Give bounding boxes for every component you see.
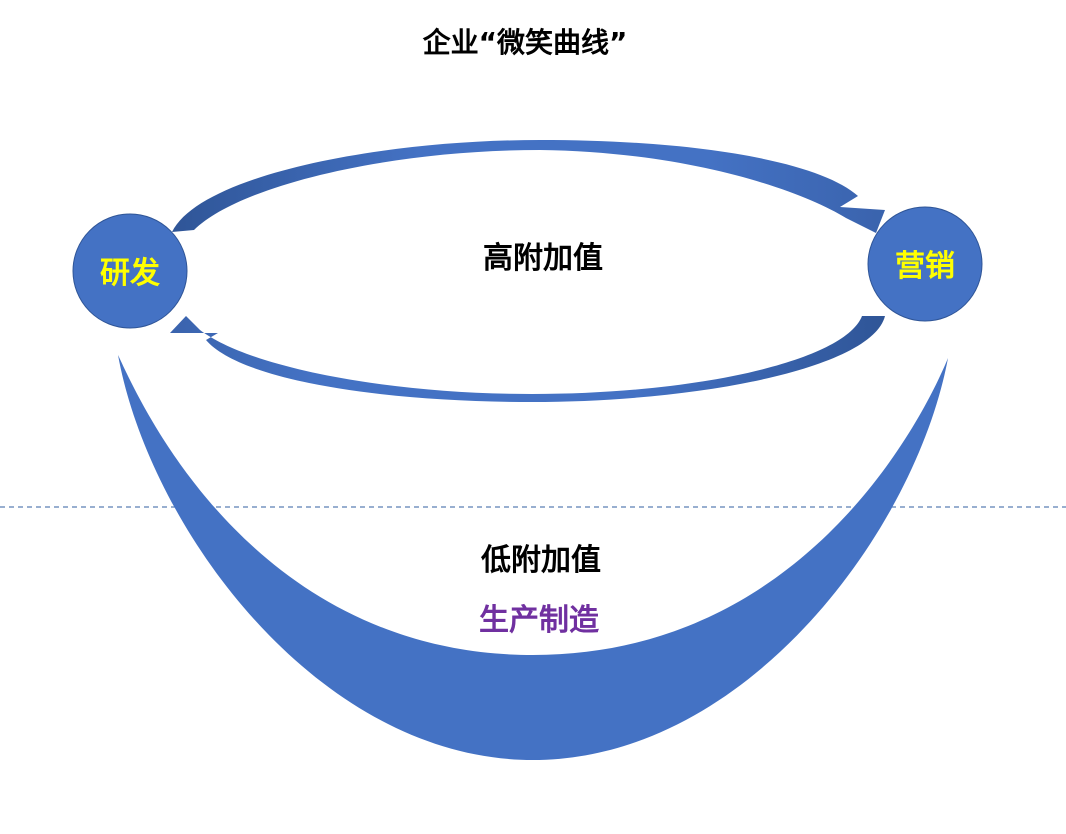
diagram-title: 企业“微笑曲线” — [423, 26, 628, 59]
rd-node-circle — [72, 213, 188, 329]
low-value-label: 低附加值 — [480, 543, 601, 578]
bottom-curved-arrow — [170, 316, 885, 402]
marketing-node-circle — [867, 206, 983, 322]
rd-node-label: 研发 — [100, 256, 160, 291]
marketing-node-label: 营销 — [895, 249, 955, 284]
smile-curve-shape — [118, 355, 948, 760]
high-value-label: 高附加值 — [483, 241, 603, 276]
manufacturing-label: 生产制造 — [479, 603, 599, 638]
top-curved-arrow — [172, 140, 885, 233]
